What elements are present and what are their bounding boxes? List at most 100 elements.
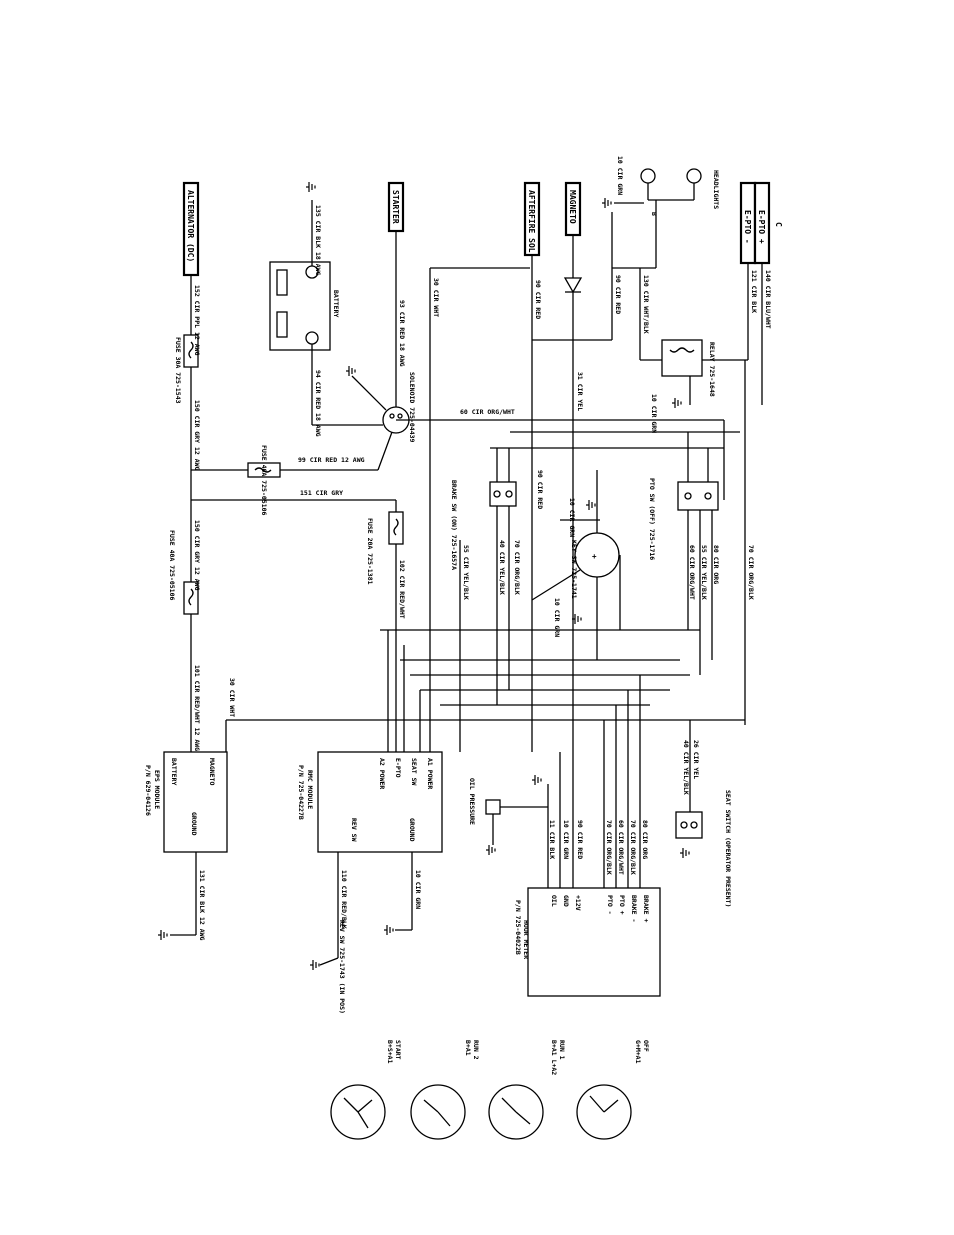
svg-text:90 CIR RED: 90 CIR RED [534,280,542,319]
svg-text:26 CIR YEL: 26 CIR YEL [692,740,700,779]
svg-text:30 CIR WHT: 30 CIR WHT [432,278,440,317]
svg-text:135 CIR BLK 18 AWG: 135 CIR BLK 18 AWG [314,205,322,276]
svg-text:55 CIR YEL/BLK: 55 CIR YEL/BLK [700,545,708,600]
svg-text:70 CIR ORG/BLK: 70 CIR ORG/BLK [747,545,755,600]
alternator-box: ALTERNATOR (DC) [182,181,200,277]
svg-text:STARTER: STARTER [391,190,400,224]
svg-text:90 CIR RED: 90 CIR RED [576,820,584,859]
svg-text:RELAY 725-1648: RELAY 725-1648 [708,342,716,397]
svg-text:80 CIR ORG: 80 CIR ORG [712,545,720,584]
svg-text:B+S+A1: B+S+A1 [386,1040,394,1064]
svg-text:E-PTO +: E-PTO + [757,210,766,244]
svg-text:BATTERY: BATTERY [332,290,340,317]
svg-text:10 CIR GRN: 10 CIR GRN [562,820,570,859]
afterfire-box: AFTERFIRE SOL [523,181,541,257]
svg-text:99 CIR RED 12 AWG: 99 CIR RED 12 AWG [298,456,365,464]
svg-text:10 CIR GRN: 10 CIR GRN [568,498,576,537]
svg-text:FUSE 40A 725-05106: FUSE 40A 725-05106 [260,445,268,516]
eps-module: BATTERY MAGNETO GROUND EPS MODULE P/N 62… [144,751,228,853]
svg-text:80 CIR ORG: 80 CIR ORG [641,820,649,859]
svg-text:90 CIR RED: 90 CIR RED [614,275,622,314]
svg-text:P/N 725-04022B: P/N 725-04022B [514,900,522,955]
svg-text:+: + [592,552,597,561]
svg-text:RUN 2: RUN 2 [472,1040,480,1060]
svg-text:START: START [394,1040,402,1060]
epto-connector: E-PTO - E-PTO + C [739,181,783,265]
svg-text:EPS MODULE: EPS MODULE [153,770,161,809]
svg-text:40 CIR YEL/BLK: 40 CIR YEL/BLK [498,540,506,595]
svg-text:HOUR METER: HOUR METER [522,920,530,959]
svg-text:GROUND: GROUND [190,812,198,836]
svg-text:10 CIR GRN: 10 CIR GRN [616,156,624,195]
svg-text:BATTERY: BATTERY [170,758,178,785]
svg-text:FUSE 40A 725-05106: FUSE 40A 725-05106 [168,530,176,601]
svg-text:31 CIR YEL: 31 CIR YEL [576,372,584,411]
svg-text:OFF: OFF [642,1040,650,1052]
svg-text:140 CIR BLU/WHT: 140 CIR BLU/WHT [764,270,772,329]
svg-text:121 CIR BLK: 121 CIR BLK [750,270,758,313]
svg-text:B+A1 L+A2: B+A1 L+A2 [550,1040,558,1075]
svg-text:101 CIR RED/WHT 12 AWG: 101 CIR RED/WHT 12 AWG [193,665,201,751]
svg-text:MAGNETO: MAGNETO [208,758,216,785]
svg-text:HEADLIGHTS: HEADLIGHTS [712,170,720,209]
svg-text:150 CIR GRY 12 AWG: 150 CIR GRY 12 AWG [193,520,201,591]
svg-text:P/N 725-04227B: P/N 725-04227B [297,765,305,820]
starter-box: STARTER [387,181,405,233]
svg-text:30 CIR WHT: 30 CIR WHT [228,678,236,717]
brake-switch: BRAKE SW (ON) 725-1657A [450,480,517,570]
fuse-20a [388,511,404,545]
svg-text:SEAT SWITCH (OPERATOR PRESENT): SEAT SWITCH (OPERATOR PRESENT) [724,790,732,907]
svg-text:70 CIR ORG/BLK: 70 CIR ORG/BLK [513,540,521,595]
svg-text:152 CIR PPL 12 AWG: 152 CIR PPL 12 AWG [193,285,201,356]
svg-text:G+M+A1: G+M+A1 [634,1040,642,1064]
relay: RELAY 725-1648 [661,339,716,397]
svg-text:10 CIR GRN: 10 CIR GRN [650,394,658,433]
svg-text:102 CIR RED/WHT: 102 CIR RED/WHT [398,560,406,619]
svg-text:70 CIR ORG/BLK: 70 CIR ORG/BLK [605,820,613,875]
magneto-box: MAGNETO [564,181,582,237]
battery: BATTERY [269,261,340,351]
pto-switch: PTO SW (OFF) 725-1716 [648,478,719,560]
svg-text:REV SW: REV SW [350,818,358,842]
svg-text:11 CIR BLK: 11 CIR BLK [548,820,556,859]
svg-text:55 CIR YEL/BLK: 55 CIR YEL/BLK [462,545,470,600]
svg-text:94 CIR RED 18 AWG: 94 CIR RED 18 AWG [314,370,322,437]
svg-text:OIL PRESSURE: OIL PRESSURE [468,778,476,825]
seat-switch: SEAT SWITCH (OPERATOR PRESENT) [675,790,732,907]
svg-text:60 CIR ORG/WHT: 60 CIR ORG/WHT [460,408,515,416]
svg-text:E-PTO -: E-PTO - [743,210,752,244]
svg-text:OIL: OIL [550,895,558,907]
headlights: HEADLIGHTS 10 CIR GRN B [602,156,720,216]
svg-text:BRAKE +: BRAKE + [642,895,650,922]
svg-text:GROUND: GROUND [408,818,416,842]
svg-text:P/N 629-04126: P/N 629-04126 [144,765,152,816]
svg-text:10 CIR GRN: 10 CIR GRN [553,598,561,637]
svg-text:AFTERFIRE SOL: AFTERFIRE SOL [527,190,536,253]
svg-text:60 CIR ORG/WHT: 60 CIR ORG/WHT [688,545,696,600]
svg-text:+12V: +12V [574,895,582,911]
svg-text:PTO +: PTO + [618,895,626,915]
svg-text:PTO SW (OFF) 725-1716: PTO SW (OFF) 725-1716 [648,478,656,560]
svg-text:93 CIR RED 18 AWG: 93 CIR RED 18 AWG [398,300,406,367]
svg-text:RUN 1: RUN 1 [558,1040,566,1060]
svg-text:130 CIR WHT/BLK: 130 CIR WHT/BLK [642,275,650,334]
solenoid: SOLENOID 725-04439 [382,372,416,443]
key-switch: + KEY SW 725-1741 [570,532,620,599]
svg-text:110 CIR RED/BLK: 110 CIR RED/BLK [340,870,348,929]
svg-text:ALTERNATOR (DC): ALTERNATOR (DC) [186,190,195,262]
svg-text:131 CIR BLK 12 AWG: 131 CIR BLK 12 AWG [198,870,206,941]
svg-text:A2 POWER: A2 POWER [378,758,386,789]
svg-text:REV SW 725-1743 (IN POS): REV SW 725-1743 (IN POS) [338,920,346,1014]
svg-text:70 CIR ORG/BLK: 70 CIR ORG/BLK [629,820,637,875]
rmc-module: A1 POWER SEAT SW E-PTO A2 POWER REV SW G… [297,751,443,853]
svg-text:BRAKE -: BRAKE - [630,895,638,922]
svg-text:KEY SW 725-1741: KEY SW 725-1741 [570,540,578,599]
svg-text:FUSE 20A 725-1381: FUSE 20A 725-1381 [366,518,374,585]
hour-meter: P/N 725-04022B HOUR METER BRAKE + BRAKE … [514,887,661,997]
svg-text:FUSE 30A 725-1543: FUSE 30A 725-1543 [174,337,182,404]
svg-text:B: B [650,212,658,216]
svg-text:MAGNETO: MAGNETO [568,190,577,224]
key-position-dials: OFF G+M+A1 RUN 1 B+A1 L+A2 RUN 2 B+A1 ST… [330,1040,650,1140]
